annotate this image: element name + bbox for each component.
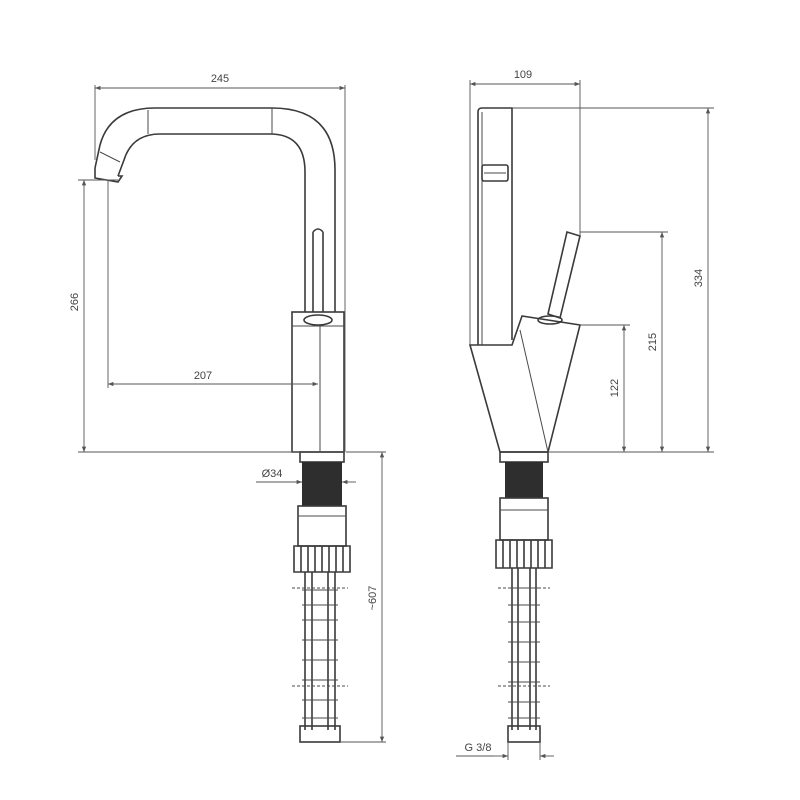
lever-base <box>303 314 333 326</box>
side-lever <box>547 230 581 320</box>
shank <box>302 462 342 506</box>
dim-lever-height-label: 215 <box>647 333 659 351</box>
spout-outer <box>94 107 336 312</box>
lever <box>312 228 324 312</box>
spout-column <box>477 107 513 345</box>
spout-inner <box>117 133 306 312</box>
hose-braid <box>292 587 348 719</box>
spout-outlet <box>481 164 509 182</box>
dim-reach-label: 207 <box>194 370 212 382</box>
dim-thread-label: G 3/8 <box>465 742 492 754</box>
side-hose <box>511 568 537 730</box>
hose-housing <box>297 505 347 547</box>
hose <box>304 572 336 730</box>
dim-length-label: ~607 <box>367 586 379 611</box>
side-nut <box>495 539 553 569</box>
dim-height-label: 266 <box>69 293 81 311</box>
side-shank <box>505 462 543 498</box>
dim-overall-height-label: 334 <box>693 269 705 287</box>
aerator <box>94 168 124 183</box>
front-view: 245 266 207 Ø34 ~607 <box>69 73 386 743</box>
hose-end-fitting <box>299 725 341 743</box>
dim-depth-label: 109 <box>514 69 532 81</box>
nut <box>293 545 351 573</box>
dim-width-label: 245 <box>211 73 229 85</box>
dim-body-height-label: 122 <box>609 379 621 397</box>
side-view: 109 334 215 122 G 3/8 <box>456 69 714 760</box>
side-body <box>468 315 581 453</box>
body <box>291 311 345 453</box>
side-hose-fitting <box>507 725 541 743</box>
dim-diameter-label: Ø34 <box>262 468 283 480</box>
base-ring <box>299 451 345 463</box>
